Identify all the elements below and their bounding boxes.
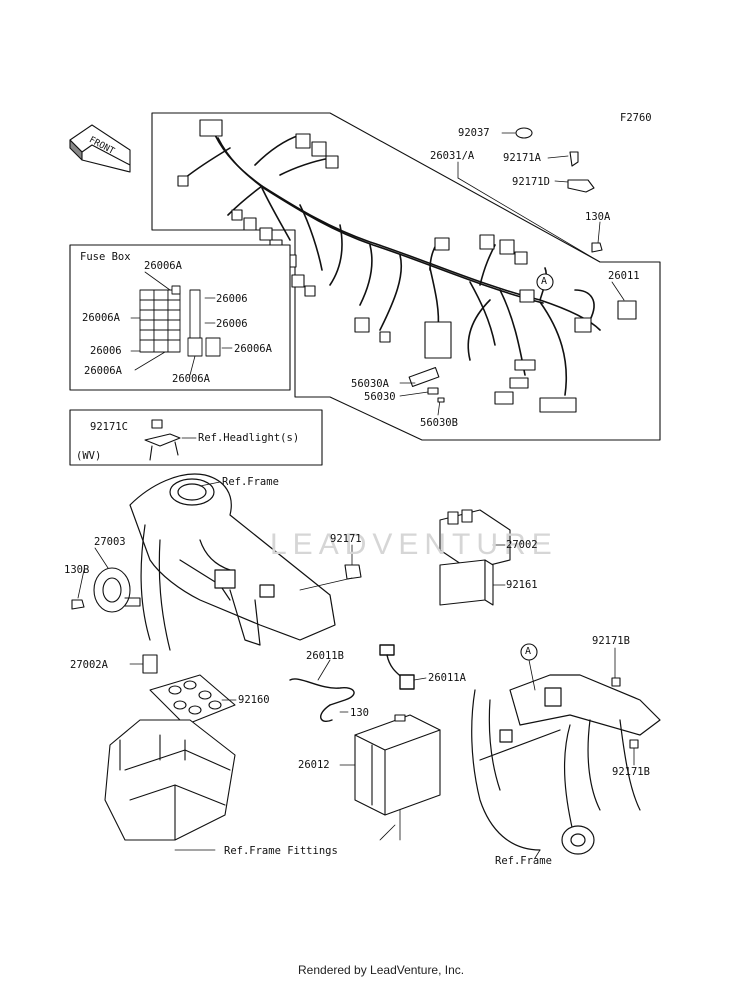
label-130b: 130B [64, 564, 90, 576]
fuse-label-3: 26006 [216, 293, 248, 305]
clamp-92171a [569, 151, 579, 167]
label-92171: 92171 [330, 533, 362, 545]
connector-26011 [617, 300, 637, 320]
label-56030b: 56030B [420, 417, 458, 429]
label-26011: 26011 [608, 270, 640, 282]
label-56030a: 56030A [351, 378, 389, 390]
bolt-130b [71, 599, 85, 610]
grommet-92037 [515, 127, 533, 139]
label-27002: 27002 [506, 539, 538, 551]
fuse-label-7: 26006A [84, 365, 122, 377]
ref-a-top: A [541, 276, 548, 287]
front-arrow-icon [69, 124, 131, 173]
clamp-92171b-lower [629, 739, 639, 749]
label-92160: 92160 [238, 694, 270, 706]
fuse-block [139, 285, 221, 357]
label-26031-a: 26031/A [430, 150, 475, 162]
fuse-label-5: 26006 [90, 345, 122, 357]
battery-cables [289, 644, 415, 722]
fuse-label-1: 26006A [144, 260, 182, 272]
label-56030: 56030 [364, 391, 396, 403]
label-92171c: 92171C [90, 421, 128, 433]
headlight-panel [69, 409, 323, 466]
horn [93, 567, 141, 613]
battery-case [104, 719, 236, 841]
headlight-bracket [144, 419, 181, 461]
figure-code: F2760 [620, 112, 652, 124]
region-wv: (WV) [76, 450, 102, 462]
ref-a-bottom: A [525, 646, 532, 657]
fuse-box-title: Fuse Box [80, 251, 131, 263]
watermark: LEADVENTURE [270, 528, 558, 561]
label-92171b-upper: 92171B [592, 635, 630, 647]
ecu [439, 509, 511, 571]
frame-left [129, 473, 336, 651]
part-56030 [427, 387, 439, 395]
ecu-holder [439, 559, 494, 606]
ref-frame-lower: Ref.Frame [495, 855, 552, 867]
label-92161: 92161 [506, 579, 538, 591]
label-27002a: 27002A [70, 659, 108, 671]
fuse-label-6: 26006A [234, 343, 272, 355]
frame-right [471, 674, 661, 855]
fuse-label-4: 26006 [216, 318, 248, 330]
label-92171b-lower: 92171B [612, 766, 650, 778]
label-130a: 130A [585, 211, 611, 223]
relay-27002a [142, 654, 158, 674]
label-92171d: 92171D [512, 176, 550, 188]
ref-a-circle-top [536, 273, 554, 291]
fuse-label-8: 26006A [172, 373, 210, 385]
footer-credit: Rendered by LeadVenture, Inc. [298, 963, 465, 977]
cover-92160 [149, 674, 236, 726]
nut-130a [591, 242, 603, 253]
label-27003: 27003 [94, 536, 126, 548]
battery [354, 714, 441, 816]
ref-headlight: Ref.Headlight(s) [198, 432, 300, 444]
label-26012: 26012 [298, 759, 330, 771]
ref-frame-fittings: Ref.Frame Fittings [224, 845, 338, 857]
label-26011a: 26011A [428, 672, 466, 684]
clamp-92171d [567, 179, 595, 193]
clamp-92171b-upper [611, 677, 621, 687]
ref-frame-upper: Ref.Frame [222, 476, 279, 488]
label-92037: 92037 [458, 127, 490, 139]
label-26011b: 26011B [306, 650, 344, 662]
fuse-label-2: 26006A [82, 312, 120, 324]
clamp-92171 [344, 564, 362, 580]
part-56030b [437, 397, 445, 403]
label-92171a: 92171A [503, 152, 541, 164]
label-130: 130 [350, 707, 369, 719]
